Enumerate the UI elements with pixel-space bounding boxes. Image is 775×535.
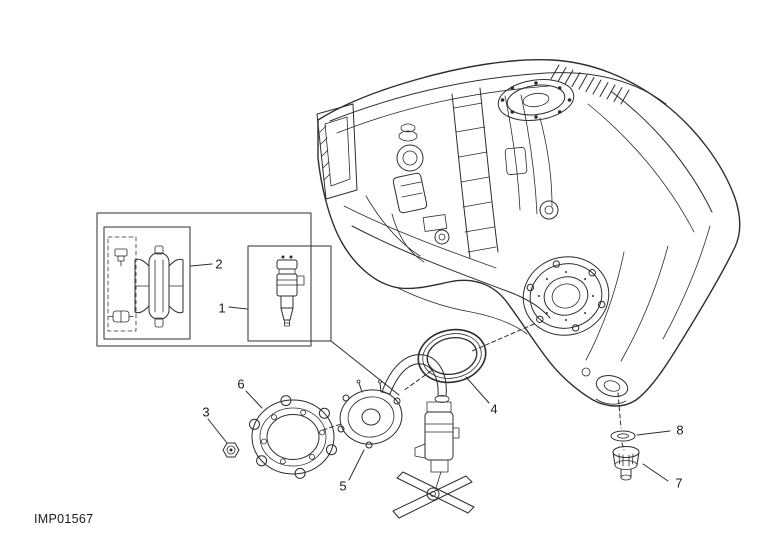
hatched-band <box>550 64 630 105</box>
diagram-code: IMP01567 <box>34 512 94 526</box>
callout-1: 1 <box>218 300 226 316</box>
callout-4: 4 <box>490 401 498 417</box>
nut-part <box>222 442 240 458</box>
fuel-filter-part <box>134 245 184 328</box>
callout-8: 8 <box>676 422 684 438</box>
fuel-injector-part <box>276 255 305 327</box>
callout-5: 5 <box>339 478 347 494</box>
drain-plug-part <box>612 446 640 481</box>
alignment-dashes <box>322 323 625 451</box>
fuel-pump-part <box>337 354 475 519</box>
parts-kit-box <box>96 212 332 347</box>
injector-box <box>247 245 332 342</box>
fuel-tank-wireframe <box>316 59 741 407</box>
mini-injector-icon <box>114 248 128 267</box>
leader-lines <box>190 263 671 482</box>
callout-7: 7 <box>675 475 683 491</box>
washer-part <box>610 430 636 442</box>
filler-cap <box>497 79 575 121</box>
locking-ring-part <box>249 395 337 479</box>
callout-2: 2 <box>215 256 223 272</box>
seal-ring-part <box>417 328 487 384</box>
tank-flange-opening <box>522 256 610 336</box>
callout-6: 6 <box>237 376 245 392</box>
callout-3: 3 <box>202 404 210 420</box>
mini-filter-icon <box>108 310 134 323</box>
